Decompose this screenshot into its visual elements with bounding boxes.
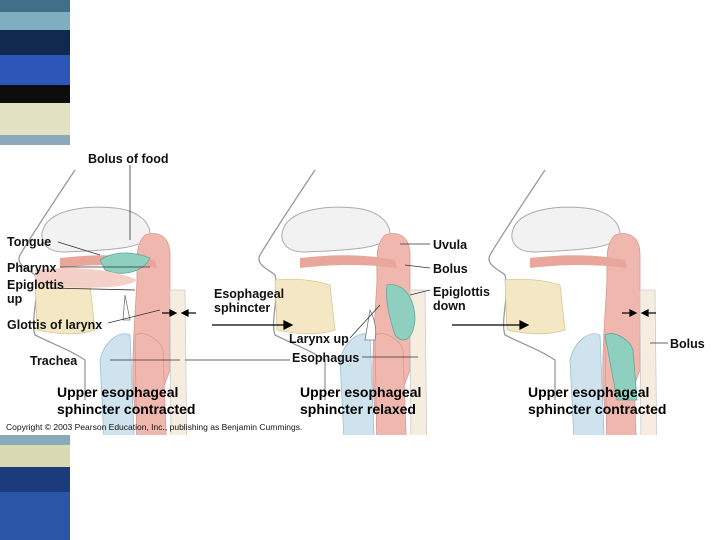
caption-right: Upper esophageal sphincter contracted xyxy=(528,384,667,417)
label-epiglottis-down: Epiglottis down xyxy=(433,285,490,313)
label-esophageal-sphincter: Esophageal sphincter xyxy=(214,287,285,315)
label-tongue: Tongue xyxy=(7,235,52,249)
label-epiglottis-up: Epiglottis up xyxy=(7,278,64,306)
label-bolus-right: Bolus xyxy=(670,337,705,351)
head-sections-illustration xyxy=(18,165,668,461)
leader-lines xyxy=(49,165,668,361)
epiglottis-up-shape xyxy=(122,294,131,321)
label-glottis-of-larynx: Glottis of larynx xyxy=(7,318,103,332)
label-bolus-middle: Bolus xyxy=(433,262,468,276)
label-trachea: Trachea xyxy=(30,354,78,368)
label-uvula: Uvula xyxy=(433,238,468,252)
label-esophagus: Esophagus xyxy=(292,351,360,365)
caption-middle: Upper esophageal sphincter relaxed xyxy=(300,384,422,417)
decorative-stripe xyxy=(0,0,70,540)
caption-left: Upper esophageal sphincter contracted xyxy=(57,384,196,417)
bolus-shape-right xyxy=(604,333,638,401)
arrows xyxy=(162,309,656,330)
label-pharynx: Pharynx xyxy=(7,261,57,275)
epiglottis-down-shape xyxy=(364,308,377,341)
head-section-middle xyxy=(258,169,428,461)
bolus-shape-middle xyxy=(386,284,416,341)
label-bolus-of-food: Bolus of food xyxy=(88,152,169,166)
head-section-left xyxy=(18,169,188,461)
bolus-shape-left xyxy=(99,252,151,274)
swallowing-figure: Bolus of food Tongue Pharynx Epiglottis … xyxy=(0,145,720,461)
tongue-shape xyxy=(35,268,137,288)
head-section-right xyxy=(488,169,658,461)
label-larynx-up: Larynx up xyxy=(289,332,349,346)
copyright-notice: Copyright © 2003 Pearson Education, Inc.… xyxy=(6,422,303,432)
